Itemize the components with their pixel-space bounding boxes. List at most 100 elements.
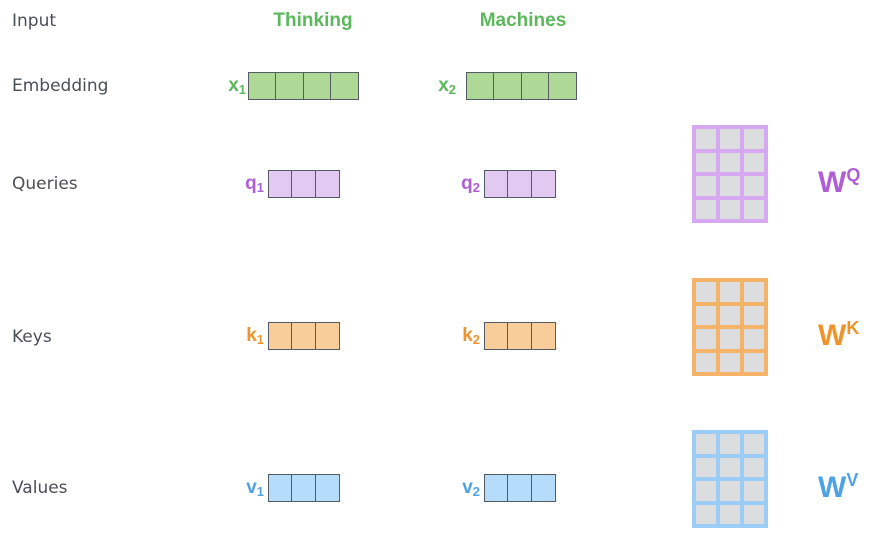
vector-subscript: 1 bbox=[256, 332, 264, 347]
vector-label-v1: v1 bbox=[242, 477, 264, 499]
query-vector-q2 bbox=[484, 170, 556, 198]
matrix-cell bbox=[720, 329, 740, 349]
matrix-cell bbox=[696, 434, 716, 454]
matrix-cell bbox=[744, 352, 764, 372]
matrix-cell bbox=[720, 282, 740, 302]
embedding-vector-x2 bbox=[466, 72, 578, 100]
vector-label-x2: x2 bbox=[432, 75, 456, 97]
weight-base: W bbox=[818, 471, 847, 504]
weight-matrix-wk bbox=[692, 278, 768, 376]
vector-subscript: 1 bbox=[256, 484, 264, 499]
vector-cell bbox=[548, 72, 578, 100]
weight-matrix-wq bbox=[692, 125, 768, 223]
weight-label-wq: WQ bbox=[818, 165, 861, 200]
vector-subscript: 1 bbox=[256, 180, 264, 195]
vector-cell bbox=[275, 72, 305, 100]
matrix-cell bbox=[720, 199, 740, 219]
vector-subscript: 2 bbox=[448, 82, 456, 97]
vector-label-k1: k1 bbox=[242, 325, 264, 347]
vector-cell bbox=[291, 170, 317, 198]
row-label-values: Values bbox=[12, 478, 68, 498]
vector-cell bbox=[268, 322, 293, 350]
matrix-cell bbox=[744, 176, 764, 196]
vector-symbol: x bbox=[438, 75, 449, 96]
matrix-cell bbox=[696, 129, 716, 149]
vector-symbol: q bbox=[245, 173, 257, 194]
vector-cell bbox=[302, 72, 332, 100]
matrix-cell bbox=[744, 199, 764, 219]
vector-cell bbox=[291, 322, 317, 350]
row-label-queries: Queries bbox=[12, 174, 78, 194]
vector-symbol: k bbox=[246, 325, 257, 346]
matrix-cell bbox=[720, 457, 740, 477]
weight-base: W bbox=[818, 166, 847, 199]
value-vector-v2 bbox=[484, 474, 556, 502]
vector-cell bbox=[507, 322, 533, 350]
vector-cell bbox=[530, 474, 556, 502]
vector-cell bbox=[466, 72, 495, 100]
vector-cell bbox=[330, 72, 360, 100]
vector-cell bbox=[268, 170, 293, 198]
matrix-cell bbox=[696, 329, 716, 349]
vector-symbol: q bbox=[461, 173, 473, 194]
matrix-cell bbox=[696, 199, 716, 219]
weight-label-wv: WV bbox=[818, 470, 859, 505]
row-label-embedding: Embedding bbox=[12, 76, 109, 96]
key-vector-k1 bbox=[268, 322, 340, 350]
matrix-cell bbox=[696, 457, 716, 477]
matrix-cell bbox=[696, 504, 716, 524]
vector-label-k2: k2 bbox=[458, 325, 480, 347]
matrix-cell bbox=[744, 481, 764, 501]
matrix-cell bbox=[696, 481, 716, 501]
input-label: Input bbox=[12, 11, 57, 31]
weight-matrix-wv bbox=[692, 430, 768, 528]
matrix-cell bbox=[744, 434, 764, 454]
weight-superscript: K bbox=[846, 318, 860, 338]
weight-superscript: V bbox=[846, 470, 859, 490]
vector-label-v2: v2 bbox=[458, 477, 480, 499]
column-header-machines: Machines bbox=[479, 10, 567, 31]
key-vector-k2 bbox=[484, 322, 556, 350]
matrix-cell bbox=[696, 352, 716, 372]
vector-cell bbox=[530, 170, 556, 198]
weight-base: W bbox=[818, 319, 847, 352]
matrix-cell bbox=[744, 129, 764, 149]
vector-cell bbox=[530, 322, 556, 350]
vector-cell bbox=[484, 170, 509, 198]
matrix-cell bbox=[720, 305, 740, 325]
column-header-thinking: Thinking bbox=[273, 10, 353, 31]
query-vector-q1 bbox=[268, 170, 340, 198]
matrix-cell bbox=[720, 352, 740, 372]
vector-symbol: x bbox=[228, 75, 239, 96]
vector-cell bbox=[484, 474, 509, 502]
matrix-cell bbox=[720, 434, 740, 454]
weight-superscript: Q bbox=[846, 165, 861, 185]
matrix-cell bbox=[744, 457, 764, 477]
matrix-cell bbox=[696, 176, 716, 196]
embedding-vector-x1 bbox=[248, 72, 360, 100]
matrix-cell bbox=[744, 329, 764, 349]
row-label-keys: Keys bbox=[12, 327, 52, 347]
vector-subscript: 2 bbox=[472, 332, 480, 347]
vector-subscript: 1 bbox=[238, 82, 246, 97]
matrix-cell bbox=[744, 282, 764, 302]
vector-cell bbox=[314, 170, 340, 198]
vector-label-x1: x1 bbox=[222, 75, 246, 97]
matrix-cell bbox=[720, 481, 740, 501]
vector-symbol: v bbox=[246, 477, 257, 498]
weight-label-wk: WK bbox=[818, 318, 860, 353]
matrix-cell bbox=[720, 129, 740, 149]
matrix-cell bbox=[696, 152, 716, 172]
vector-subscript: 2 bbox=[472, 180, 480, 195]
vector-cell bbox=[493, 72, 523, 100]
matrix-cell bbox=[696, 282, 716, 302]
vector-cell bbox=[291, 474, 317, 502]
vector-cell bbox=[484, 322, 509, 350]
vector-subscript: 2 bbox=[472, 484, 480, 499]
matrix-cell bbox=[744, 152, 764, 172]
matrix-cell bbox=[696, 305, 716, 325]
vector-symbol: k bbox=[462, 325, 473, 346]
vector-label-q2: q2 bbox=[458, 173, 480, 195]
matrix-cell bbox=[720, 504, 740, 524]
vector-cell bbox=[314, 474, 340, 502]
